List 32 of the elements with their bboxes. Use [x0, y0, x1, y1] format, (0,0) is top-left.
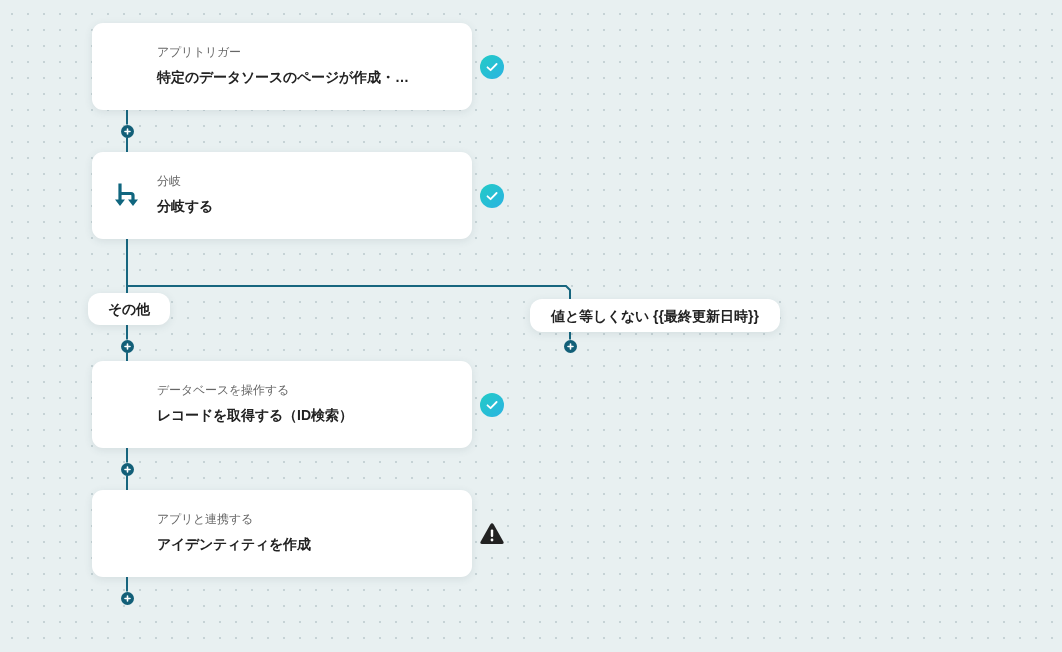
step-category: アプリトリガー: [157, 44, 241, 61]
branch-condition-text: 値と等しくない {{最終更新日時}}: [551, 306, 759, 326]
branch-tag: [530, 299, 780, 332]
step-category: データベースを操作する: [157, 382, 289, 399]
connector-line: [126, 285, 571, 300]
step-card: [92, 490, 472, 577]
step-category: 分岐: [157, 173, 181, 190]
plus-circle-icon: [120, 462, 134, 476]
connector-line: [126, 324, 128, 341]
connector-line: [126, 447, 128, 464]
connector-line: [126, 238, 128, 287]
plus-circle-icon: [120, 124, 134, 138]
connector-line: [126, 576, 128, 593]
connector-line: [126, 109, 128, 126]
step-title: レコードを取得する（ID検索）: [157, 406, 353, 425]
connector-line: [126, 285, 128, 294]
step-category: アプリと連携する: [157, 511, 253, 528]
plus-circle-icon: [563, 339, 577, 353]
connector-line: [126, 136, 128, 153]
step-title: アイデンティティを作成: [157, 535, 311, 554]
branch-tag: [88, 293, 170, 325]
step-card: [92, 152, 472, 239]
connector-line: [126, 351, 128, 362]
step-card: [92, 23, 472, 110]
connector-line: [569, 331, 571, 341]
plus-circle-icon: [120, 591, 134, 605]
step-title: 分岐する: [157, 197, 213, 216]
step-title: 特定のデータソースのページが作成・…: [157, 68, 409, 87]
branch-condition-text: その他: [108, 300, 150, 319]
step-card: [92, 361, 472, 448]
plus-circle-icon: [120, 339, 134, 353]
connector-line: [126, 474, 128, 491]
